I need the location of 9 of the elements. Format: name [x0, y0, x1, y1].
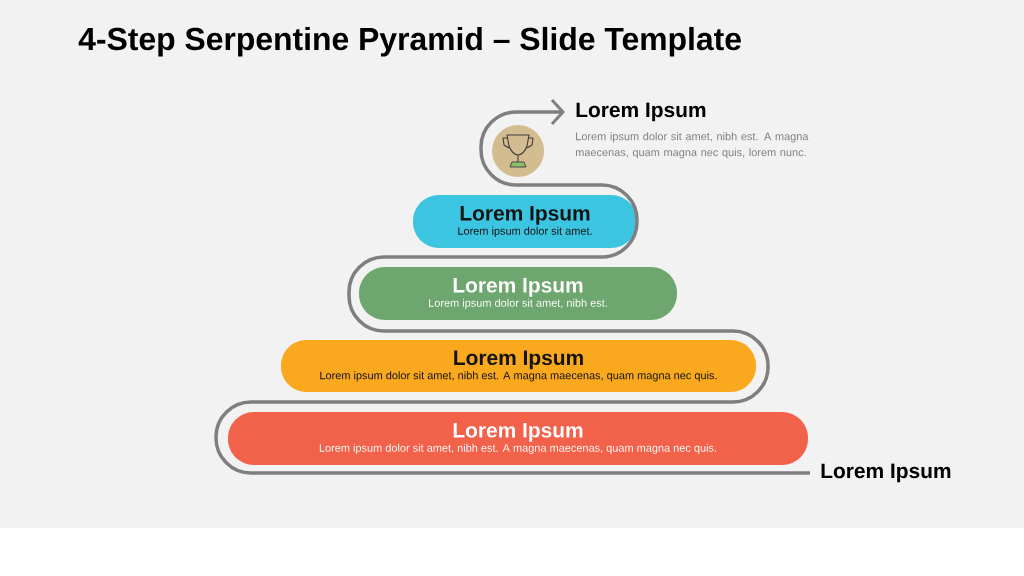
- step-bar: Lorem Ipsum Lorem ipsum dolor sit amet, nibh est.: [359, 267, 677, 320]
- step-bar: Lorem Ipsum Lorem ipsum dolor sit amet, nibh est. A magna maecenas, quam magna nec quis.: [228, 412, 808, 465]
- slide-title: 4-Step Serpentine Pyramid – Slide Template: [78, 26, 741, 57]
- heading-text: Lorem Ipsum: [821, 463, 951, 483]
- step-bar: Lorem Ipsum Lorem ipsum dolor sit amet.: [413, 195, 637, 248]
- heading-text: Lorem Ipsum: [576, 102, 706, 122]
- step-bar: Lorem Ipsum Lorem ipsum dolor sit amet, nibh est. A magna maecenas, quam magna nec quis.: [281, 340, 756, 392]
- description-text: Lorem ipsum dolor sit amet, nibh est. A magna maecenas, quam magna nec quis, lorem nunc.: [575, 132, 809, 159]
- serpentine-arrow: [214, 99, 810, 475]
